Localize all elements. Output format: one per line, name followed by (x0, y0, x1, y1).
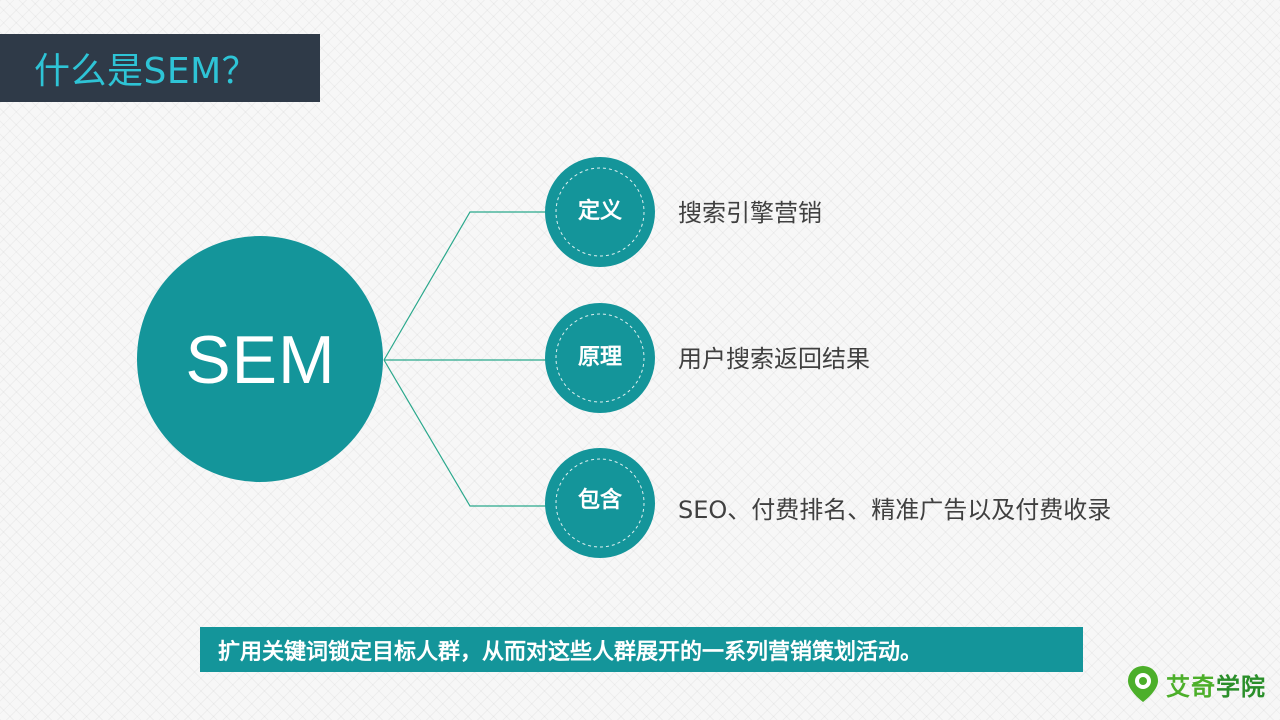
sem-center-circle (137, 236, 383, 482)
location-pin-icon (1128, 666, 1158, 702)
branch-description-definition: 搜索引擎营销 (678, 199, 822, 227)
branch-node-3 (545, 448, 655, 558)
summary-banner: 扩用关键词锁定目标人群，从而对这些人群展开的一系列营销策划活动。 (200, 627, 1083, 672)
branch-node-2 (545, 303, 655, 413)
branch-description-principle: 用户搜索返回结果 (678, 345, 870, 373)
page-title: 什么是SEM？ (34, 51, 259, 92)
branch-label-principle: 原理 (577, 345, 622, 370)
summary-banner-text: 扩用关键词锁定目标人群，从而对这些人群展开的一系列营销策划活动。 (218, 639, 923, 665)
connector-line-1 (383, 211, 548, 361)
brand-logo-text-part1: 艾奇 (1166, 672, 1216, 701)
sem-center-label: SEM (185, 321, 336, 398)
title-bar: 什么是SEM？ (0, 34, 320, 102)
branch-description-includes: SEO、付费排名、精准广告以及付费收录 (678, 496, 1112, 524)
brand-logo-text: 艾奇学院 (1166, 667, 1266, 702)
branch-label-includes: 包含 (577, 488, 622, 513)
brand-logo-text-part2: 学院 (1216, 672, 1266, 701)
connector-line-3 (383, 359, 548, 507)
brand-logo: 艾奇学院 (1126, 664, 1266, 704)
branch-label-definition: 定义 (577, 199, 622, 224)
connector-lines (383, 211, 548, 507)
branch-node-1 (545, 157, 655, 267)
